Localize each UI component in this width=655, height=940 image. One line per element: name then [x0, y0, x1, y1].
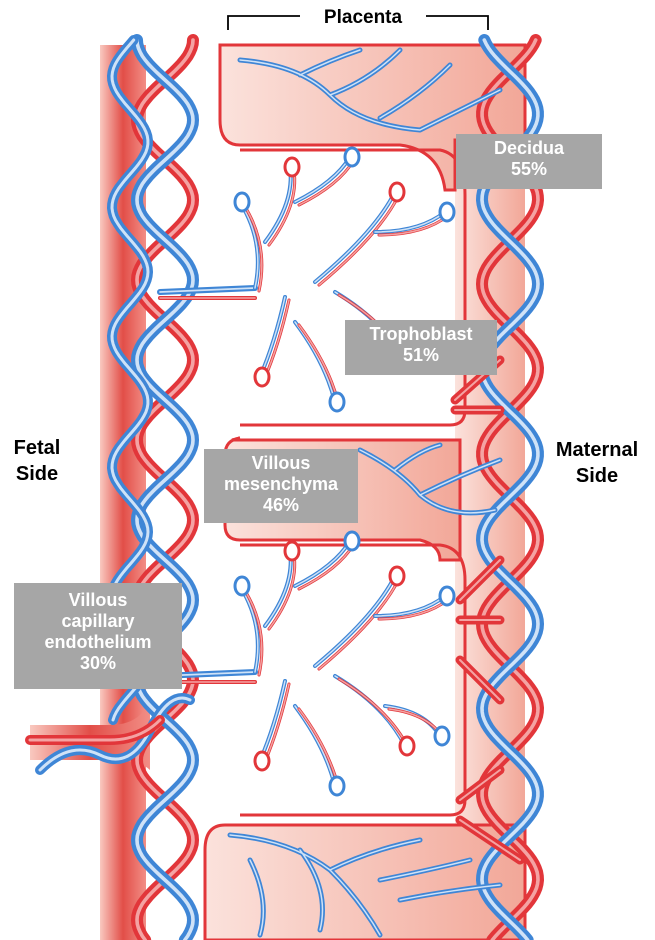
- mesenchyma-label-pct: 46%: [210, 495, 352, 516]
- decidua-label-name: Decidua: [462, 138, 596, 159]
- villous-tree-lower: [160, 532, 454, 795]
- villus-branch-vein: [260, 681, 285, 761]
- villus-branch-vein: [295, 322, 335, 402]
- mesenchyma-label-line-2: mesenchyma: [210, 474, 352, 495]
- endothelium-label: Villous capillary endothelium 30%: [14, 583, 182, 689]
- villus-branch-vein-highlight: [315, 192, 395, 282]
- villus-terminal-loop: [330, 777, 344, 795]
- fetal-side-label: Fetal Side: [4, 435, 70, 487]
- fetal-side-line-2: Side: [4, 461, 70, 487]
- villus-terminal-loop: [390, 183, 404, 201]
- villus-branch-vein-highlight: [295, 706, 335, 786]
- decidua-label: Decidua 55%: [456, 134, 602, 189]
- intervillous-space-upper: [240, 150, 465, 425]
- villus-terminal-loop: [345, 148, 359, 166]
- villus-branch-vein-highlight: [295, 541, 350, 586]
- mesenchyma-label: Villous mesenchyma 46%: [204, 449, 358, 523]
- villus-branch-vein: [295, 706, 335, 786]
- endothelium-label-line-2: capillary: [20, 611, 176, 632]
- villus-branch-vein: [295, 157, 350, 202]
- intervillous-space-lower: [240, 545, 465, 815]
- endothelium-label-pct: 30%: [20, 653, 176, 674]
- endothelium-label-line-3: endothelium: [20, 632, 176, 653]
- villus-terminal-loop: [235, 577, 249, 595]
- villus-terminal-loop: [285, 542, 299, 560]
- mesenchyma-label-line-1: Villous: [210, 453, 352, 474]
- villus-terminal-loop: [400, 737, 414, 755]
- villus-terminal-loop: [285, 158, 299, 176]
- decidua-label-pct: 55%: [462, 159, 596, 180]
- villus-branch-artery-highlight: [339, 679, 409, 749]
- villus-branch-artery: [264, 300, 289, 380]
- villus-terminal-loop: [435, 727, 449, 745]
- villus-terminal-loop: [345, 532, 359, 550]
- trophoblast-label: Trophoblast 51%: [345, 320, 497, 375]
- villus-branch-vein: [260, 297, 285, 377]
- villus-terminal-loop: [440, 587, 454, 605]
- villus-terminal-loop: [440, 203, 454, 221]
- placenta-title: Placenta: [324, 7, 403, 28]
- villus-terminal-loop: [255, 752, 269, 770]
- villus-terminal-loop: [255, 368, 269, 386]
- trophoblast-label-pct: 51%: [351, 345, 491, 366]
- villus-branch-vein-highlight: [295, 157, 350, 202]
- villus-branch-vein-highlight: [295, 322, 335, 402]
- fetal-side-line-1: Fetal: [4, 435, 70, 461]
- maternal-side-line-2: Side: [543, 463, 651, 489]
- trophoblast-label-name: Trophoblast: [351, 324, 491, 345]
- maternal-side-line-1: Maternal: [543, 437, 651, 463]
- villus-branch-artery: [264, 684, 289, 764]
- villus-branch-artery: [339, 679, 409, 749]
- maternal-side-label: Maternal Side: [543, 437, 651, 489]
- villus-terminal-loop: [235, 193, 249, 211]
- villus-branch-vein: [295, 541, 350, 586]
- endothelium-label-line-1: Villous: [20, 590, 176, 611]
- villus-branch-vein-highlight: [315, 576, 395, 666]
- villus-branch-vein: [315, 576, 395, 666]
- villus-terminal-loop: [330, 393, 344, 411]
- villus-terminal-loop: [390, 567, 404, 585]
- villus-branch-vein: [315, 192, 395, 282]
